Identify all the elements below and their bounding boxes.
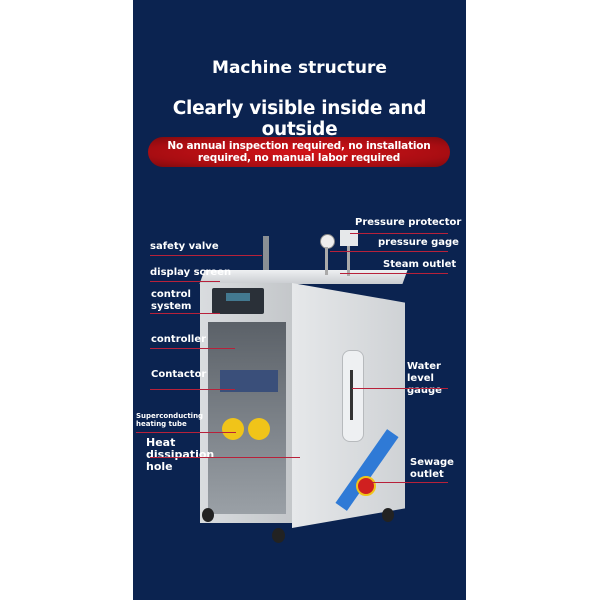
leader-line	[150, 313, 220, 314]
label-steam-outlet: Steam outlet	[383, 259, 457, 270]
leader-line	[150, 457, 300, 458]
label-control-system: control system	[151, 289, 192, 312]
leader-line	[352, 388, 448, 389]
label-controller: controller	[151, 334, 207, 345]
label-pressure-gage: pressure gage	[378, 237, 459, 248]
leader-line	[150, 348, 235, 349]
wheel	[382, 508, 394, 522]
wheel	[272, 528, 285, 543]
display-screen	[212, 288, 264, 314]
page-title: Machine structure	[212, 58, 387, 78]
label-water-level-gauge: Water level gauge	[407, 361, 442, 396]
feature-banner: No annual inspection required, no instal…	[148, 137, 450, 167]
leader-line	[150, 255, 262, 256]
leader-line	[340, 273, 448, 274]
label-heating-tube: Superconducting heating tube	[136, 412, 204, 428]
label-contactor: Contactor	[151, 369, 207, 380]
leader-line	[372, 482, 448, 483]
label-pressure-protector: Pressure protector	[355, 217, 462, 228]
label-safety-valve: safety valve	[150, 241, 219, 252]
safety-valve	[263, 236, 269, 270]
leader-line	[150, 389, 235, 390]
wheel	[202, 508, 214, 522]
heating-tube	[222, 418, 244, 440]
label-sewage-outlet: Sewage outlet	[410, 457, 454, 480]
heating-tube	[248, 418, 270, 440]
banner-text: No annual inspection required, no instal…	[167, 140, 431, 164]
label-heat-dissipation-hole: Heat dissipation hole	[146, 436, 215, 473]
sewage-valve	[356, 476, 376, 496]
leader-line	[150, 281, 220, 282]
page-subtitle: Clearly visible inside and outside	[172, 98, 427, 140]
leader-line	[330, 251, 448, 252]
label-display-screen: display screen	[150, 267, 232, 278]
water-level-window	[342, 350, 364, 442]
leader-line	[350, 233, 448, 234]
cabinet-interior	[208, 322, 286, 514]
pressure-protector-box	[340, 230, 358, 246]
contactor-block	[220, 370, 278, 392]
leader-line	[136, 432, 236, 433]
